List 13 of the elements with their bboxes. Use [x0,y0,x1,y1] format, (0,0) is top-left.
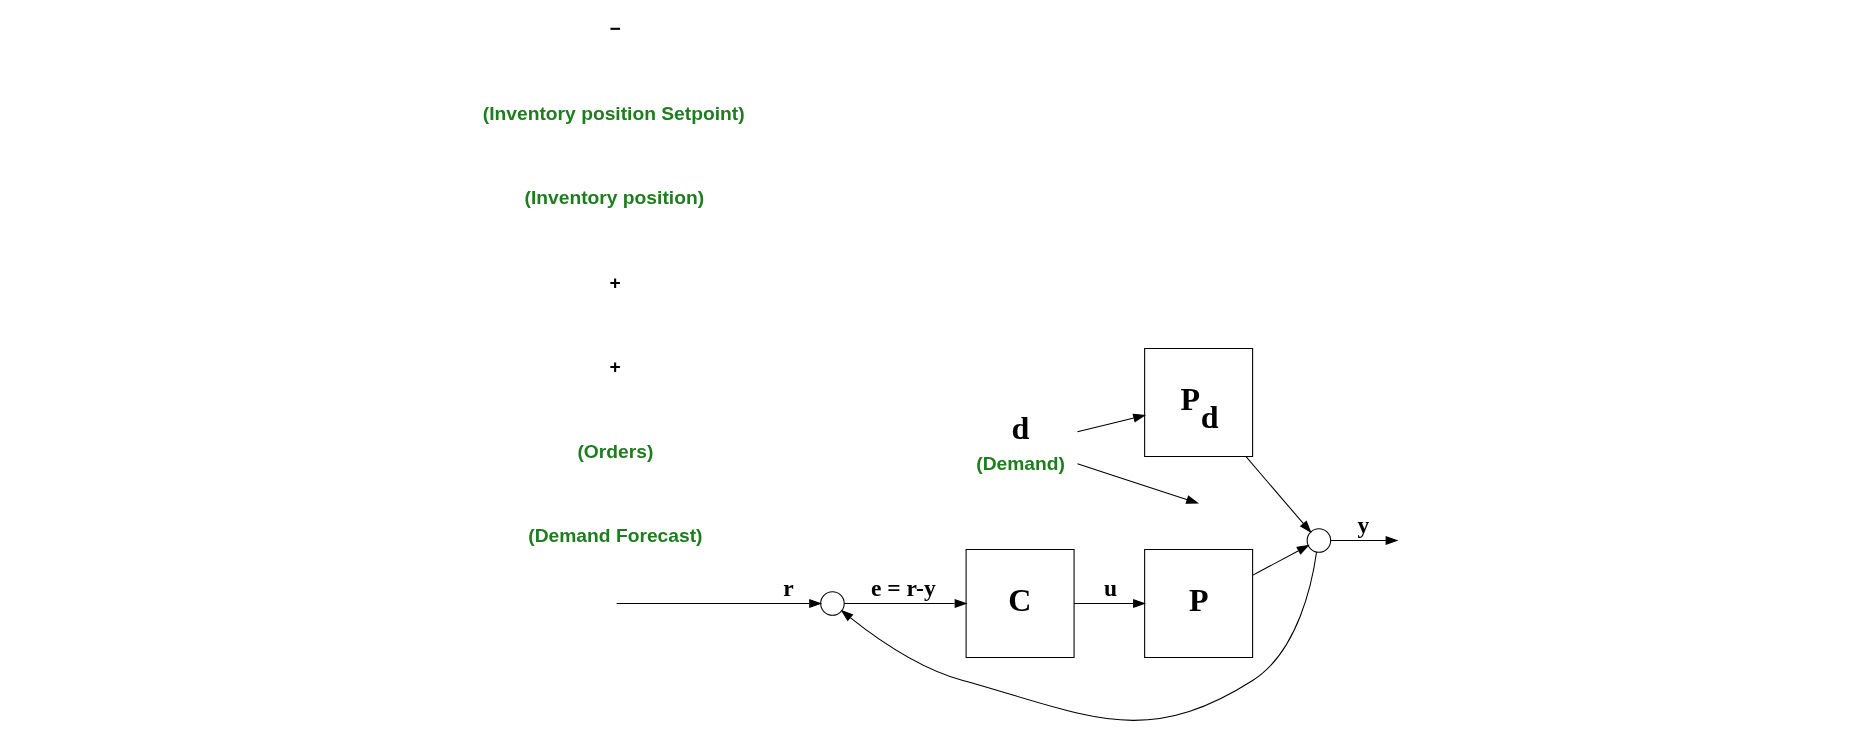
label: (Orders) [577,440,654,462]
edge-label: u [1104,574,1118,601]
edge-label: y [1357,511,1370,538]
node-label: (Demand) [976,453,1065,475]
label: + [609,271,621,293]
edge-label: r [783,574,794,601]
label: (Demand Forecast) [528,524,703,546]
label: − [609,18,621,40]
node-text: d [1011,409,1030,446]
edge-label: e = r-y [870,574,936,601]
label: + [609,356,621,378]
label: (Inventory position Setpoint) [482,102,745,124]
label: (Inventory position) [524,187,705,209]
